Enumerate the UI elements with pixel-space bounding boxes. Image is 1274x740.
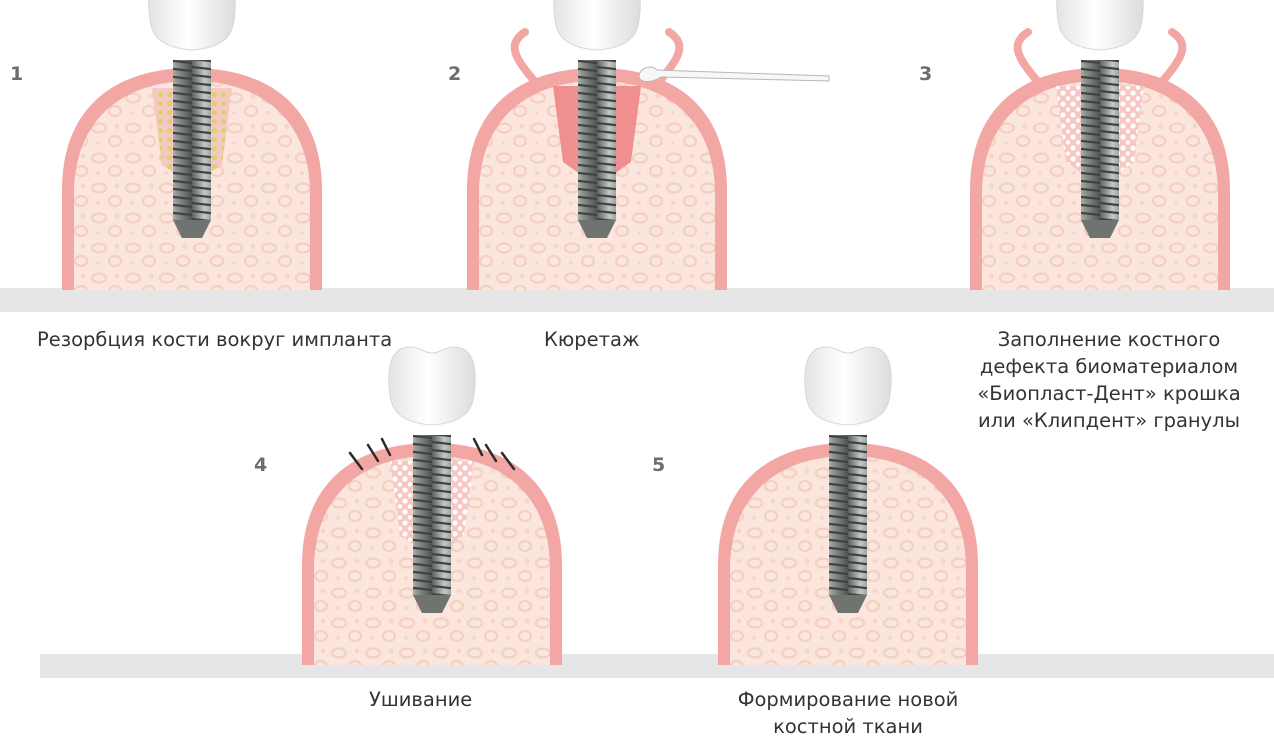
baseline-top — [0, 288, 1274, 312]
step-3-illustration — [970, 0, 1230, 290]
gum-flap-left — [515, 32, 535, 82]
step-3-caption-line: Заполнение костного — [944, 326, 1274, 353]
baseline-bottom — [40, 654, 1274, 678]
step-2-illustration — [467, 0, 829, 290]
step-1-illustration — [62, 0, 322, 290]
step-5-caption: Формирование новой костной ткани — [688, 686, 1008, 740]
step-4-number: 4 — [254, 454, 267, 476]
step-3-number: 3 — [919, 63, 932, 85]
step-1-number: 1 — [10, 63, 23, 85]
step-4-caption: Ушивание — [369, 686, 472, 713]
step-5-number: 5 — [652, 454, 665, 476]
step-4-illustration — [302, 347, 562, 665]
step-5-caption-line: Формирование новой — [688, 686, 1008, 713]
step-3-caption-line: дефекта биоматериалом — [944, 353, 1274, 380]
step-3-caption-line: или «Клипдент» гранулы — [944, 407, 1274, 434]
step-3-caption-line: «Биопласт-Дент» крошка — [944, 380, 1274, 407]
step-5-caption-line: костной ткани — [688, 713, 1008, 740]
step-5-illustration — [718, 347, 978, 665]
step-3-caption: Заполнение костного дефекта биоматериало… — [944, 326, 1274, 434]
step-2-number: 2 — [448, 63, 461, 85]
step-2-caption: Кюретаж — [544, 326, 640, 353]
step-1-caption: Резорбция кости вокруг импланта — [37, 326, 392, 353]
